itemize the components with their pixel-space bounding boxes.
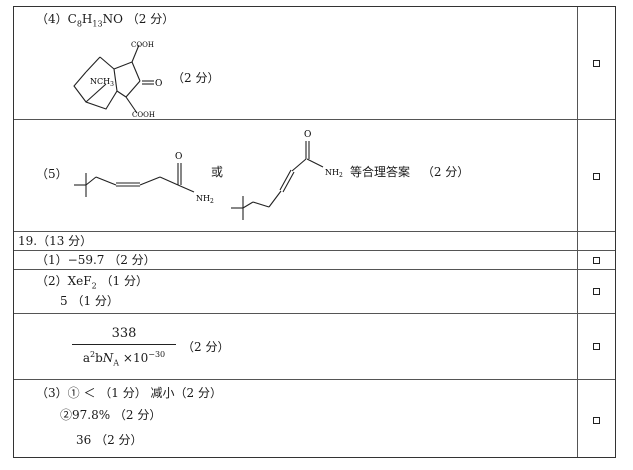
q19-part1: （1）−59.7 （2 分） [36,253,156,267]
mark-cell [577,120,615,231]
or-text: 或 [211,165,224,179]
q5-label: （5） [36,167,68,181]
checkbox-icon [593,417,600,424]
nh2-right: NH2 [325,168,343,179]
checkbox-icon [593,173,600,180]
answer-table: （4）C8H13NO （2 分） COO [13,6,616,458]
mark-cell [577,380,615,457]
table-row: 338 a2bNA ×10−30 （2 分） [14,314,615,380]
checkbox-icon [593,60,600,67]
denominator: a2bNA ×10−30 [82,350,166,368]
carbonyl-o-left: O [175,152,182,162]
q19-heading: 19.（13 分） [18,234,93,248]
mark-cell [577,314,615,379]
q4-structure-score: （2 分） [172,71,220,85]
nch3-label: NCH3 [90,77,114,88]
structure-left: O NH2 [74,152,214,205]
q19-part3-line2: ②97.8% （2 分） [60,408,162,422]
numerator: 338 [111,326,137,341]
checkbox-icon [593,257,600,264]
cooh-top-label: COOH [131,41,154,49]
table-row: （4）C8H13NO （2 分） COO [14,7,615,120]
table-row: （2）XeF2 （1 分） 5 （1 分） [14,270,615,314]
q4-formula: （4）C8H13NO （2 分） [36,12,175,29]
table-row: 19.（13 分） [14,232,615,251]
mark-cell [577,270,615,313]
table-row: （3）① ＜ （1 分） 减小（2 分） ②97.8% （2 分） 36 （2 … [14,380,615,457]
q19-part2-line1: （2）XeF2 （1 分） [36,274,148,291]
checkbox-icon [593,288,600,295]
fraction-score: （2 分） [182,340,230,354]
structure-right: O NH2 [231,130,343,220]
mark-cell [577,7,615,119]
cooh-bottom-label: COOH [132,111,155,119]
q19-part3-line3: 36 （2 分） [76,433,143,447]
mark-cell [577,251,615,269]
checkbox-icon [593,343,600,350]
q19-part2-line2: 5 （1 分） [60,294,119,308]
table-row: （1）−59.7 （2 分） [14,251,615,270]
q19-part3-line1: （3）① ＜ （1 分） 减小（2 分） [36,386,222,400]
nh2-left: NH2 [196,194,214,205]
ketone-o-label: O [155,79,162,89]
carbonyl-o-right: O [304,130,311,140]
mark-cell [577,232,615,250]
bicyclic-structure: COOH COOH NCH3 O [73,41,162,119]
q5-tail: 等合理答案 （2 分） [350,165,470,179]
fraction: 338 a2bNA ×10−30 [72,326,176,371]
table-row: （5） O NH2 或 [14,120,615,232]
